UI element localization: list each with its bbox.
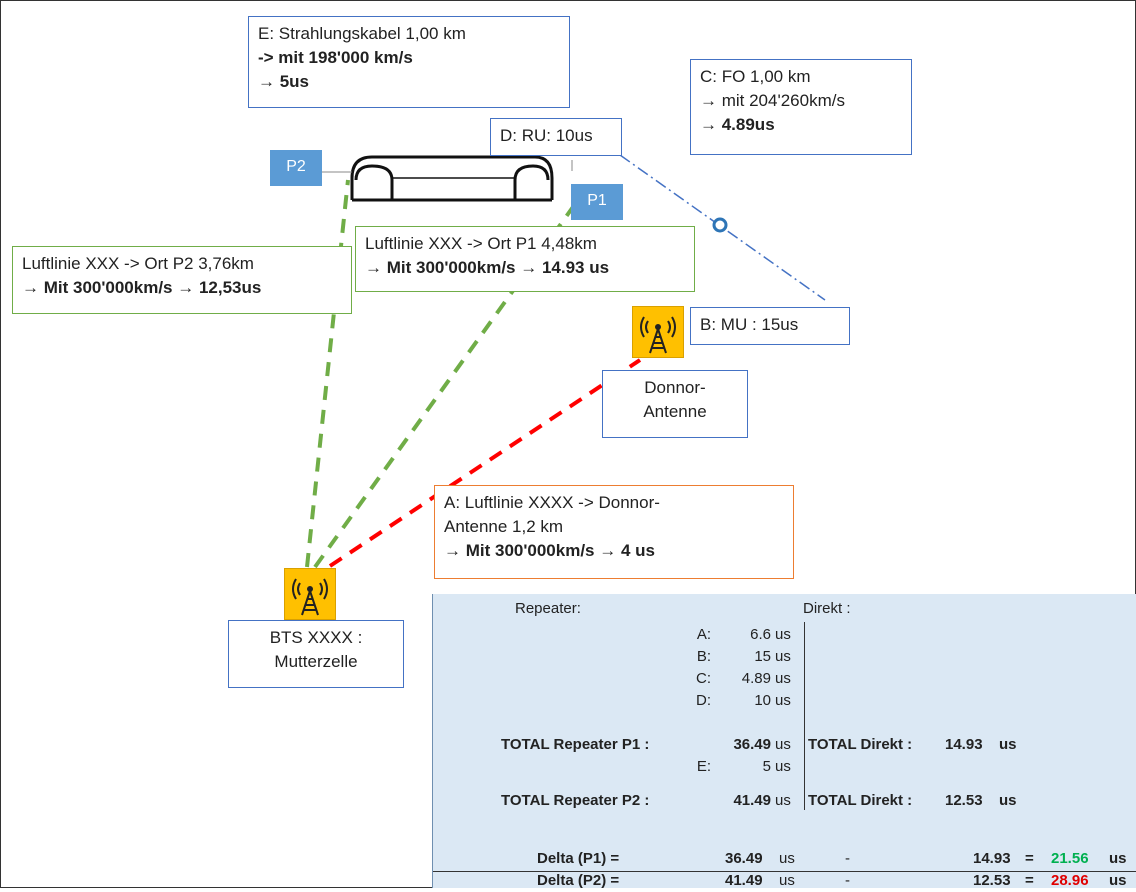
tag-p1: P1 xyxy=(571,184,623,220)
latency-table: Repeater: Direkt : A: 6.6 us B: 15 us C:… xyxy=(432,594,1136,889)
donor-antenna-icon xyxy=(640,316,676,354)
total-p1-unit: us xyxy=(775,736,791,753)
row-e-label: E: xyxy=(696,758,711,775)
label-e: E: Strahlungskabel 1,00 km -> mit 198'00… xyxy=(248,16,570,108)
row-a-unit: us xyxy=(775,626,791,643)
label-c-line2: → mit 204'260km/s xyxy=(700,91,845,110)
luft-p2-line1: Luftlinie XXX -> Ort P2 3,76km xyxy=(22,254,254,273)
row-d-unit: us xyxy=(775,692,791,709)
total-direkt-p1-value: 14.93 xyxy=(945,736,983,753)
total-p1-value: 36.49 xyxy=(733,736,771,753)
delta-p1-label: Delta (P1) = xyxy=(537,850,620,867)
label-bts: BTS XXXX : Mutterzelle xyxy=(228,620,404,688)
label-e-line2: -> mit 198'000 km/s xyxy=(258,48,413,67)
bts-line2: Mutterzelle xyxy=(274,652,358,671)
row-b-value: 15 xyxy=(754,648,771,665)
column-divider-p2 xyxy=(804,784,805,810)
delta-p2-eq: = xyxy=(1025,872,1034,889)
delta-p2-label: Delta (P2) = xyxy=(537,872,620,889)
tunnel-icon xyxy=(350,155,554,202)
label-donor-antenna: Donnor- Antenne xyxy=(602,370,748,438)
delta-p1-a-unit: us xyxy=(779,850,795,867)
delta-p2-unit: us xyxy=(1109,872,1127,889)
column-divider xyxy=(804,622,805,800)
total-direkt-p2-label: TOTAL Direkt : xyxy=(808,792,913,809)
delta-p1-b: 14.93 xyxy=(973,850,1011,867)
line-fo xyxy=(619,154,826,301)
row-d-value: 10 xyxy=(754,692,771,709)
row-c-unit: us xyxy=(775,670,791,687)
label-c-line1: C: FO 1,00 km xyxy=(700,67,811,86)
donor-line1: Donnor- xyxy=(644,378,706,397)
total-p1-label: TOTAL Repeater P1 : xyxy=(501,736,650,753)
row-e-unit: us xyxy=(775,758,791,775)
label-c-line3: → 4.89us xyxy=(700,115,775,134)
delta-p2-a-unit: us xyxy=(779,872,795,889)
total-direkt-p1-label: TOTAL Direkt : xyxy=(808,736,913,753)
label-luftlinie-p1: Luftlinie XXX -> Ort P1 4,48km → Mit 300… xyxy=(355,226,695,292)
label-luftlinie-p2: Luftlinie XXX -> Ort P2 3,76km → Mit 300… xyxy=(12,246,352,314)
row-b-label: B: xyxy=(696,648,711,665)
row-b-unit: us xyxy=(775,648,791,665)
delta-p2-minus: - xyxy=(845,872,850,889)
total-p2-value: 41.49 xyxy=(733,792,771,809)
label-a-line2: Antenne 1,2 km xyxy=(444,517,564,536)
label-e-line1: E: Strahlungskabel 1,00 km xyxy=(258,24,466,43)
row-d-label: D: xyxy=(696,692,711,709)
bts-antenna-icon xyxy=(284,568,336,620)
donor-line2: Antenne xyxy=(643,402,707,421)
delta-p1-unit: us xyxy=(1109,850,1127,867)
label-c: C: FO 1,00 km → mit 204'260km/s → 4.89us xyxy=(690,59,912,155)
delta-p1-eq: = xyxy=(1025,850,1034,867)
delta-p2-result: 28.96 xyxy=(1051,872,1089,889)
tag-p2: P2 xyxy=(270,150,322,186)
delta-separator xyxy=(433,871,1136,872)
delta-p1-result: 21.56 xyxy=(1051,850,1089,867)
bts-line1: BTS XXXX : xyxy=(269,628,363,647)
label-a-line3: → Mit 300'000km/s → 4 us xyxy=(444,541,655,560)
total-direkt-p2-value: 12.53 xyxy=(945,792,983,809)
direkt-header: Direkt : xyxy=(803,600,851,617)
delta-p2-b: 12.53 xyxy=(973,872,1011,889)
label-e-line3: → 5us xyxy=(258,72,310,91)
row-e-value: 5 xyxy=(762,758,771,775)
total-direkt-p1-unit: us xyxy=(999,736,1017,753)
line-bts-p2 xyxy=(305,179,350,568)
label-d: D: RU: 10us xyxy=(490,118,622,156)
delta-p1-minus: - xyxy=(845,850,850,867)
line-bts-p1 xyxy=(313,198,580,569)
fo-node-icon xyxy=(712,217,728,233)
luft-p1-line2: → Mit 300'000km/s → 14.93 us xyxy=(365,258,610,277)
total-p2-unit: us xyxy=(775,792,791,809)
delta-p1-a: 36.49 xyxy=(725,850,763,867)
row-c-value: 4.89 xyxy=(741,670,771,687)
delta-p2-a: 41.49 xyxy=(725,872,763,889)
label-a-line1: A: Luftlinie XXXX -> Donnor- xyxy=(444,493,660,512)
luft-p1-line1: Luftlinie XXX -> Ort P1 4,48km xyxy=(365,234,597,253)
label-a: A: Luftlinie XXXX -> Donnor- Antenne 1,2… xyxy=(434,485,794,579)
row-a-label: A: xyxy=(696,626,711,643)
label-b: B: MU : 15us xyxy=(690,307,850,345)
antenna-icon xyxy=(632,306,684,358)
row-c-label: C: xyxy=(696,670,711,687)
antenna-icon xyxy=(292,578,328,616)
repeater-header: Repeater: xyxy=(515,600,581,617)
total-p2-label: TOTAL Repeater P2 : xyxy=(501,792,650,809)
total-direkt-p2-unit: us xyxy=(999,792,1017,809)
luft-p2-line2: → Mit 300'000km/s → 12,53us xyxy=(22,278,262,297)
row-a-value: 6.6 xyxy=(750,626,771,643)
